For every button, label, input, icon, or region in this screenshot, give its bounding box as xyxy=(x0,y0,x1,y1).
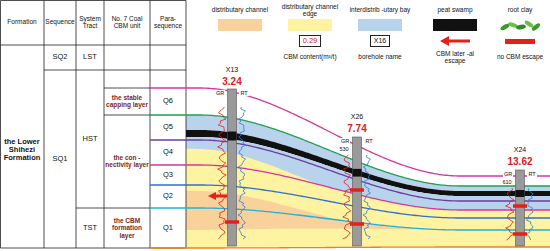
grid-line xyxy=(104,208,150,209)
gr-curve xyxy=(506,188,515,240)
grid-line xyxy=(1,45,187,46)
grid-line xyxy=(76,1,77,249)
borehole-name: X13 xyxy=(226,66,238,74)
sequence-boundary xyxy=(150,165,550,210)
table-header: No. 7 Coal CBM unit xyxy=(105,15,149,29)
legend-text: borehole name xyxy=(347,53,413,60)
gr-curve xyxy=(218,107,227,239)
cbm-content: 7.74 xyxy=(347,123,366,134)
legend-text: interdistrib -utary bay xyxy=(347,6,413,13)
lateral-escape-arrow xyxy=(208,192,227,200)
borehole: X2413.62 xyxy=(515,170,525,246)
grid-line xyxy=(104,88,150,89)
no-escape-bar xyxy=(350,188,364,192)
sequence-boundary xyxy=(150,140,550,201)
boundaries xyxy=(150,88,550,248)
grid-line xyxy=(186,1,187,249)
content-sample: 0.29 xyxy=(299,35,322,47)
cbm-unit: the con -nectivity layer xyxy=(105,154,149,168)
sequence-boundary xyxy=(150,247,550,248)
root-clay-leaf xyxy=(516,24,527,30)
table-header: Sequence xyxy=(45,18,75,25)
para-sequence: Q6 xyxy=(163,97,173,105)
legend-swatch xyxy=(218,19,262,31)
borehole-sample: X16 xyxy=(370,35,390,47)
grid-line xyxy=(44,70,186,71)
legend-text: CBM content(m³/t) xyxy=(277,53,343,60)
depth-value: 530 xyxy=(338,146,349,152)
log-name: RT xyxy=(239,90,248,96)
legend-swatch xyxy=(358,19,402,31)
legend-text: peat swamp xyxy=(423,6,487,13)
no-escape-bar xyxy=(513,204,527,208)
log-name: GR xyxy=(215,90,225,96)
grid-line xyxy=(150,1,151,249)
sequence-name: SQ2 xyxy=(52,53,67,61)
log-name: RT xyxy=(364,138,373,144)
well-logs xyxy=(208,89,533,246)
para-sequence: Q2 xyxy=(163,192,173,200)
log-name: GR xyxy=(340,138,350,144)
system-tract: LST xyxy=(83,53,97,61)
grid-line xyxy=(104,1,105,249)
grid-line xyxy=(104,115,150,116)
legend-swatch xyxy=(288,19,332,31)
lateral-escape-arrow xyxy=(440,36,470,46)
table-grid xyxy=(1,1,187,249)
borehole-name: X26 xyxy=(351,113,363,121)
legend-text: distributary channel xyxy=(207,6,273,13)
grid-line xyxy=(0,1,1,249)
para-sequence: Q1 xyxy=(163,224,173,232)
legend-text: no CBM escape xyxy=(495,53,545,60)
table-header: Para-sequence xyxy=(151,15,185,29)
cbm-content: 3.24 xyxy=(222,76,241,87)
sequence-boundary xyxy=(150,88,550,176)
rt-curve xyxy=(238,107,246,239)
coal-interval xyxy=(353,169,362,177)
table-header: System Tract xyxy=(77,15,104,29)
borehole: X133.24 xyxy=(227,89,237,246)
sequence-name: SQ1 xyxy=(52,155,67,163)
coal-interval xyxy=(516,190,525,197)
gr-curve xyxy=(343,155,351,239)
depth-value: 610 xyxy=(501,179,512,185)
rt-curve xyxy=(363,155,371,239)
root-clay-leaf xyxy=(524,19,535,28)
legend-swatch xyxy=(433,19,477,31)
legend-text: distributary channel edge xyxy=(277,3,343,17)
table-header: Formation xyxy=(1,18,43,25)
log-name: GR xyxy=(503,171,513,177)
cbm-content: 13.62 xyxy=(507,156,532,167)
legend-text: root clay xyxy=(495,6,545,13)
no-escape-bar xyxy=(513,232,527,236)
sequence-boundary xyxy=(150,185,550,218)
no-escape-bar xyxy=(350,222,364,226)
para-sequence: Q5 xyxy=(163,123,173,131)
system-tract: TST xyxy=(83,224,97,232)
formation-name: the Lower Shihezi Formation xyxy=(1,138,43,163)
para-sequence: Q4 xyxy=(163,148,173,156)
system-tract: HST xyxy=(83,135,98,143)
legend-swatch xyxy=(505,39,535,44)
borehole-name: X24 xyxy=(514,146,526,154)
root-clay-leaf xyxy=(531,22,541,32)
coal-interval xyxy=(228,132,237,141)
grid-line xyxy=(76,208,104,209)
para-sequence: Q3 xyxy=(163,171,173,179)
borehole: X267.74 xyxy=(352,137,362,246)
no-escape-bar xyxy=(225,220,239,224)
cbm-unit: the CBM formation layer xyxy=(105,217,149,238)
rt-curve xyxy=(526,188,533,240)
grid-line xyxy=(1,0,187,1)
legend-text: CBM later -al escape xyxy=(425,50,485,64)
grid-line xyxy=(44,1,45,249)
cbm-unit: the stable capping layer xyxy=(105,94,149,108)
log-name: RT xyxy=(527,171,536,177)
